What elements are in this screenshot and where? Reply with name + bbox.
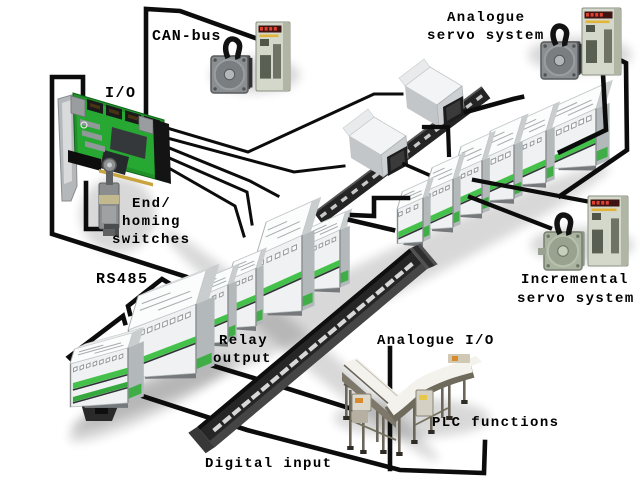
svg-text:servo system: servo system	[517, 291, 635, 307]
svg-text:output: output	[213, 351, 272, 367]
svg-text:RS485: RS485	[96, 271, 149, 288]
svg-text:homing: homing	[122, 214, 181, 230]
svg-text:Analogue I/O: Analogue I/O	[377, 333, 495, 349]
svg-text:End/: End/	[132, 196, 171, 212]
svg-text:Digital input: Digital input	[205, 456, 332, 472]
svg-text:servo system: servo system	[427, 28, 545, 44]
svg-text:switches: switches	[112, 232, 190, 248]
svg-text:PLC functions: PLC functions	[432, 415, 559, 431]
svg-text:Incremental: Incremental	[521, 272, 629, 288]
svg-text:Relay: Relay	[219, 333, 268, 349]
svg-text:CAN-bus: CAN-bus	[152, 28, 221, 45]
svg-text:I/O: I/O	[105, 85, 137, 102]
svg-text:Analogue: Analogue	[447, 10, 525, 26]
